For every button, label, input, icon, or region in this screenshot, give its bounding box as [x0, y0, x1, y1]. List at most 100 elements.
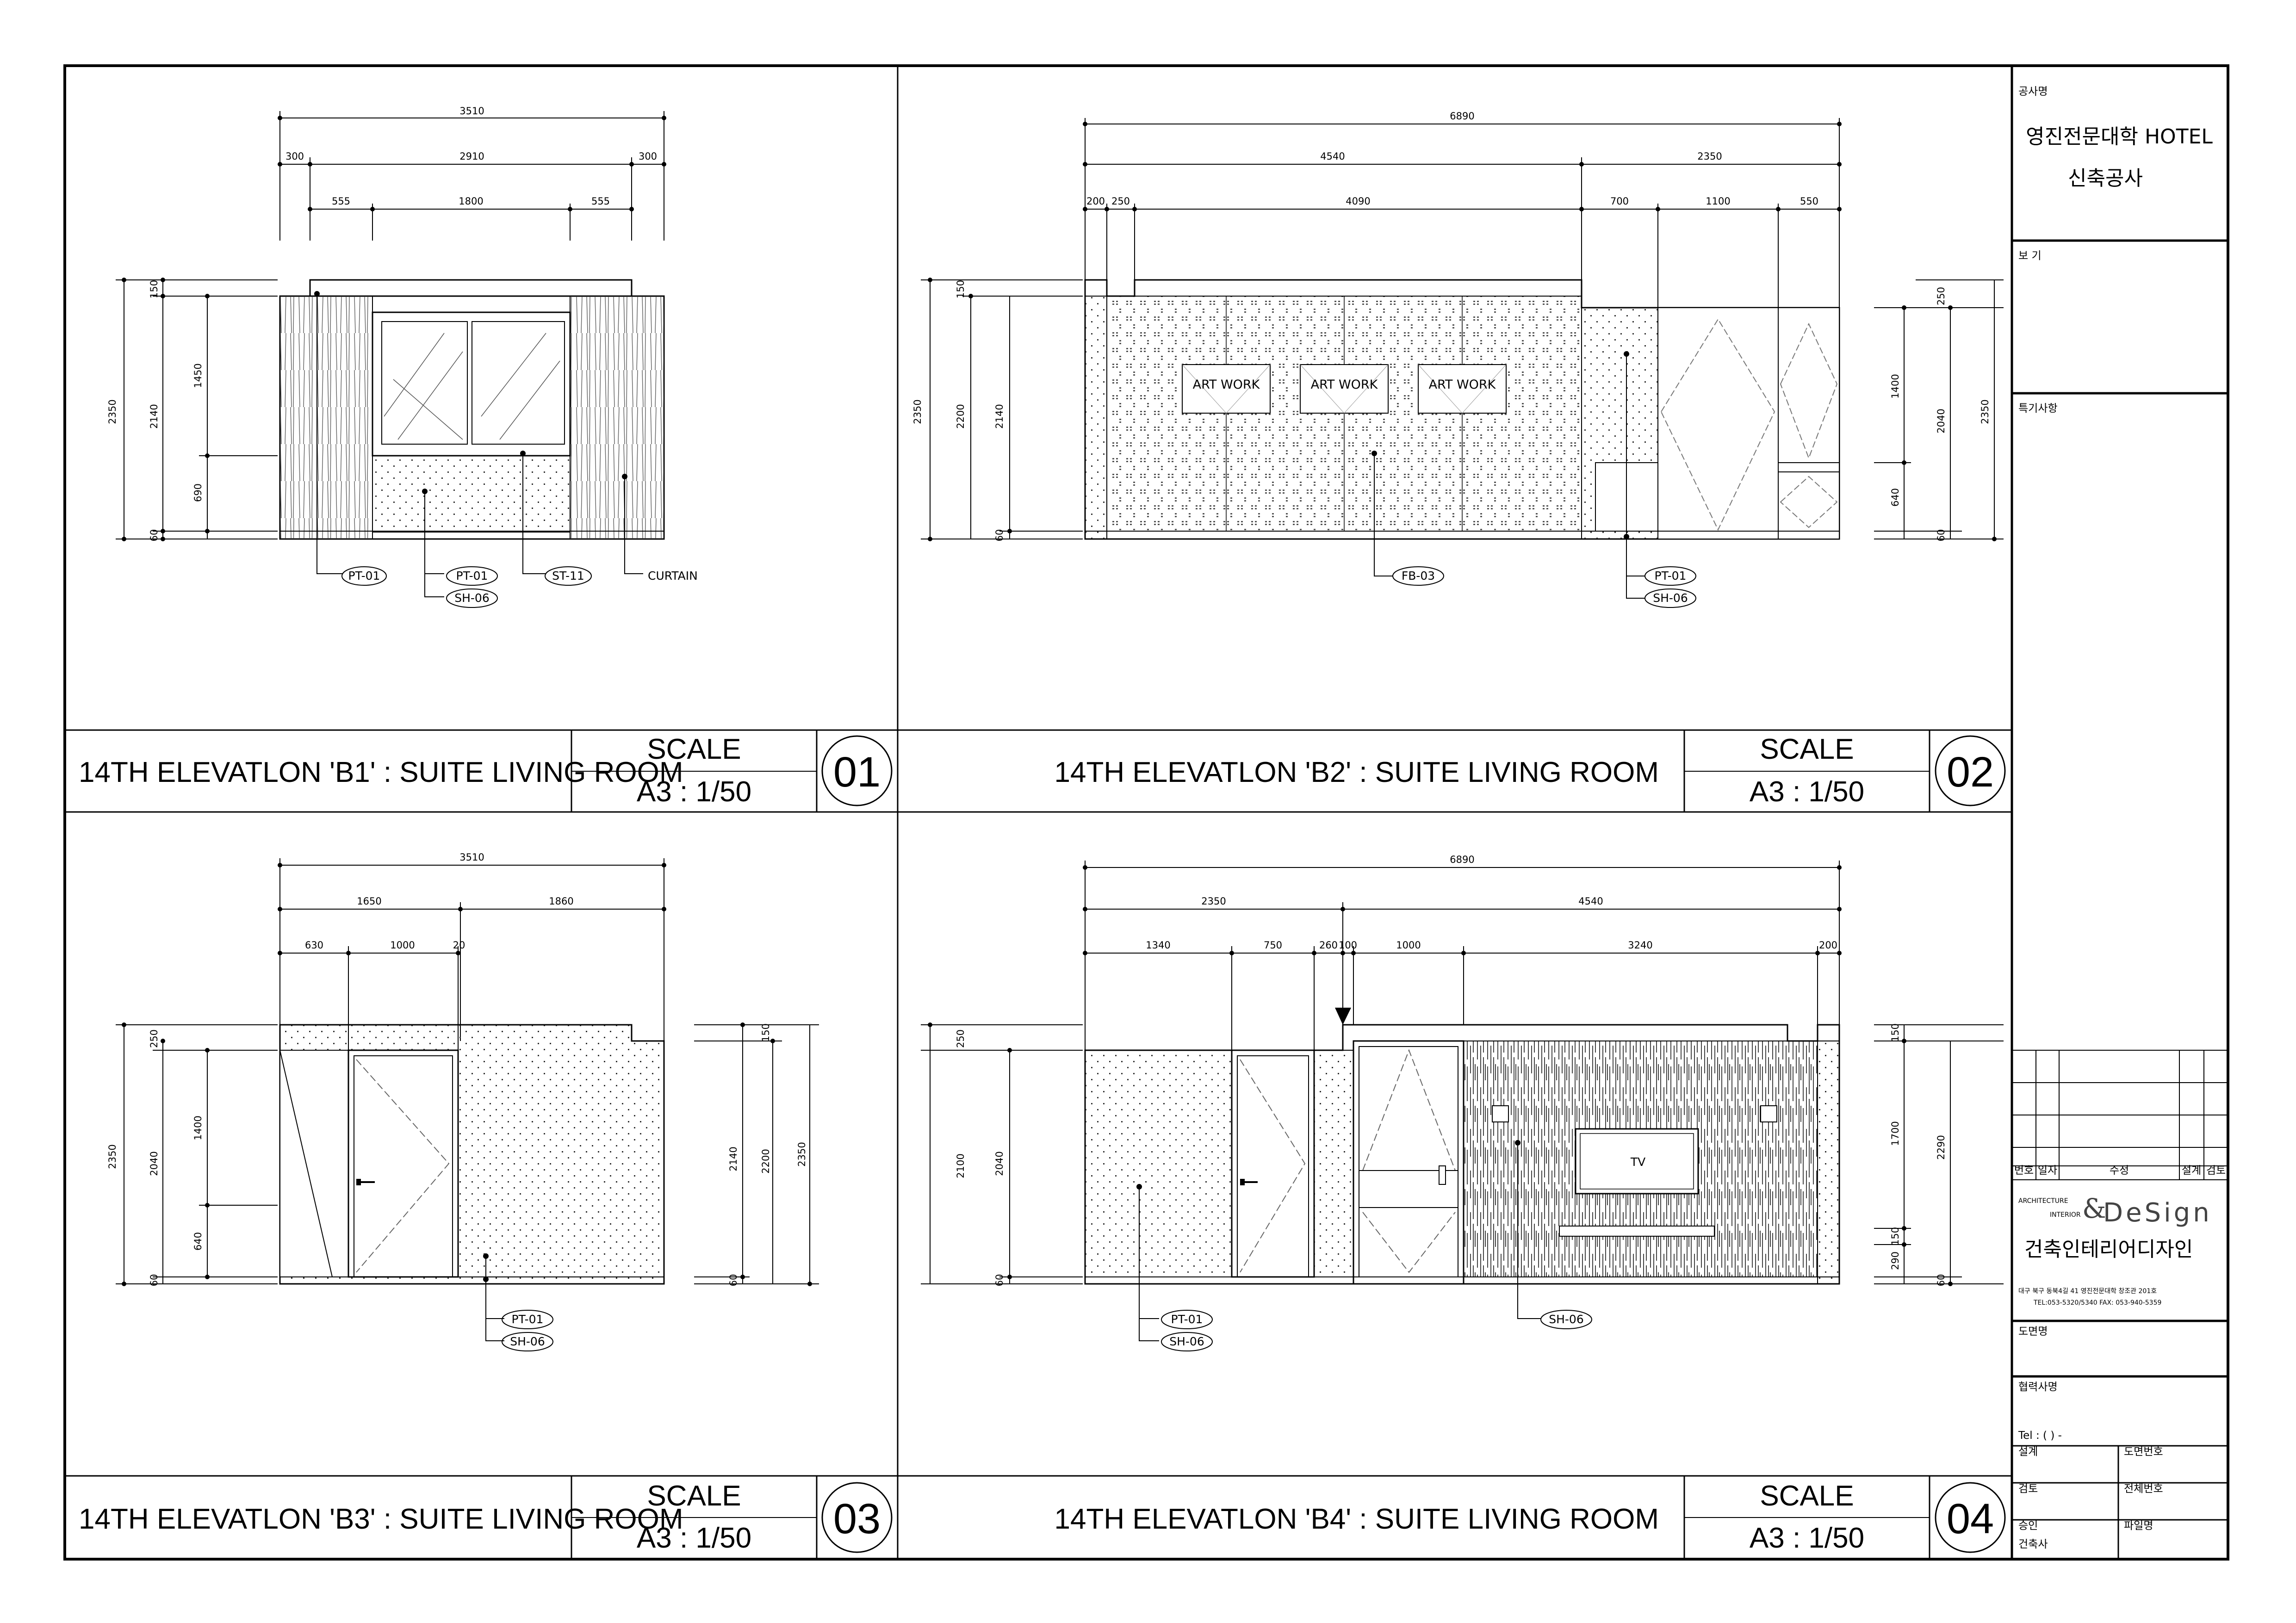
panel-3-number: 03	[833, 1495, 881, 1542]
b3-dim-l250: 250	[149, 1029, 160, 1048]
rev-header-no: 번호	[2014, 1165, 2034, 1177]
company-logo-amp: &	[2082, 1193, 2106, 1224]
title-block-project-name-1: 영진전문대학 HOTEL	[2026, 125, 2213, 149]
rev-header-design: 설계	[2182, 1165, 2201, 1177]
b4-dim-total: 6890	[1450, 854, 1474, 865]
b3-dimension-lines	[116, 858, 819, 1284]
b1-leaders	[316, 294, 643, 608]
title-block-notes-label: 특기사항	[2018, 403, 2058, 415]
rev-header-check: 검토	[2206, 1165, 2226, 1177]
owner-tel: Tel : ( ) -	[2018, 1430, 2062, 1442]
b2-dim-r1400: 1400	[1890, 374, 1901, 398]
b1-dim-v690: 690	[192, 483, 204, 502]
b4-dim-4540: 4540	[1578, 896, 1603, 907]
panel-2-title: 14TH ELEVATLON 'B2' : SUITE LIVING ROOM	[1055, 756, 1659, 788]
panel-2-scale-value: A3 : 1/50	[1750, 776, 1864, 808]
b4-dim-200: 200	[1819, 940, 1837, 951]
b4-dim-1340: 1340	[1146, 940, 1170, 951]
architect-label: 건축사	[2018, 1538, 2048, 1550]
b4-dim-3240: 3240	[1628, 940, 1652, 951]
panel-4-number: 04	[1947, 1495, 1994, 1542]
b3-wall	[279, 1024, 665, 1285]
title-block-project-name-2: 신축공사	[2068, 167, 2143, 190]
company-logo-design: DeSign	[2103, 1198, 2212, 1228]
company-address: 대구 북구 동북4길 41 영진전문대학 창조관 201호	[2018, 1288, 2157, 1295]
company-en-interior: INTERIOR	[2050, 1211, 2081, 1219]
b2-tag-sh06: SH-06	[1653, 591, 1688, 605]
b4-leaders	[1139, 1143, 1592, 1351]
company-name: 건축인테리어디자인	[2024, 1238, 2193, 1261]
design-label: 설계	[2018, 1446, 2038, 1458]
b2-leaders	[1374, 354, 1696, 608]
b4-dim-2350: 2350	[1201, 896, 1226, 907]
b2-artwork-2: ART WORK	[1311, 378, 1378, 392]
b1-dim-v150: 150	[149, 280, 160, 298]
b3-dim-l2350: 2350	[107, 1144, 118, 1169]
b3-dim-r2200: 2200	[760, 1149, 771, 1173]
b4-dim-r150-mid: 150	[1890, 1227, 1901, 1245]
elevation-b2: 6890 4540 2350 200 250 4090 700 1100 550…	[912, 111, 2004, 608]
b1-wall	[279, 279, 665, 540]
owner-label: 협력사명	[2018, 1381, 2058, 1393]
b2-artwork-1: ART WORK	[1193, 378, 1260, 392]
b2-dim-4090: 4090	[1346, 196, 1370, 207]
b3-dim-r60: 60	[728, 1274, 739, 1287]
b3-tag-pt01: PT-01	[512, 1313, 544, 1326]
title-block	[2012, 239, 2228, 1559]
b3-dim-l1400: 1400	[192, 1115, 204, 1140]
b2-dim-l2140: 2140	[994, 404, 1005, 428]
b3-dim-l60: 60	[149, 1274, 160, 1287]
b1-dim-555-left: 555	[332, 196, 350, 207]
b3-dim-r150: 150	[760, 1023, 771, 1042]
b2-dim-r250: 250	[1936, 287, 1947, 305]
b1-dim-v1450: 1450	[192, 363, 204, 388]
title-block-view-label: 보 기	[2018, 250, 2042, 262]
b1-dim-ticks	[122, 116, 666, 541]
elevation-b4: 6890 2350 4540 1340 750 260 100 1000 324…	[921, 854, 2004, 1351]
b4-dim-750: 750	[1264, 940, 1282, 951]
title-block-project-label: 공사명	[2018, 86, 2048, 98]
panel-3-title: 14TH ELEVATLON 'B3' : SUITE LIVING ROOM	[79, 1503, 683, 1535]
panel-4-scale-value: A3 : 1/50	[1750, 1522, 1864, 1554]
b1-dimension-lines	[116, 111, 664, 539]
b4-tag-sh06-right: SH-06	[1549, 1313, 1584, 1326]
b4-dim-r1700: 1700	[1890, 1121, 1901, 1146]
b4-dim-260: 260	[1319, 940, 1338, 951]
b4-dim-100: 100	[1339, 940, 1357, 951]
rev-header-revision: 수정	[2110, 1165, 2129, 1177]
b3-dim-total: 3510	[459, 852, 484, 863]
b4-dim-ticks	[928, 865, 1953, 1286]
b4-tag-pt01: PT-01	[1171, 1313, 1203, 1326]
panel-3-scale-value: A3 : 1/50	[637, 1522, 751, 1554]
company-logo: ARCHITECTURE INTERIOR & DeSign	[2018, 1193, 2212, 1228]
b1-dim-555-right: 555	[591, 196, 610, 207]
b3-dim-1650: 1650	[357, 896, 381, 907]
b2-dim-700: 700	[1610, 196, 1629, 207]
panel-2-number: 02	[1947, 749, 1994, 796]
b3-dim-l2040: 2040	[149, 1151, 160, 1176]
b2-dim-2350: 2350	[1697, 151, 1722, 162]
b4-dim-l2040: 2040	[994, 1151, 1005, 1176]
b2-dim-r2040: 2040	[1936, 409, 1947, 433]
b4-tag-sh06-left: SH-06	[1169, 1335, 1204, 1348]
sheet-frame	[63, 64, 2229, 1561]
b1-dim-300-left: 300	[285, 151, 304, 162]
b2-dim-200: 200	[1086, 196, 1105, 207]
b4-dimension-lines	[921, 861, 2004, 1284]
elevation-b3: 3510 1650 1860 630 1000 20 2350 2040 250…	[107, 852, 819, 1351]
b4-dim-l60: 60	[994, 1274, 1005, 1287]
b3-dim-20: 20	[453, 940, 465, 951]
b2-dim-550: 550	[1800, 196, 1818, 207]
rev-header-date: 일자	[2038, 1165, 2057, 1177]
company-tel: TEL:053-5320/5340 FAX: 053-940-5359	[2033, 1299, 2161, 1307]
b4-dim-r2290: 2290	[1936, 1135, 1947, 1159]
b1-dim-v60: 60	[149, 529, 160, 542]
b4-dim-r290: 290	[1890, 1251, 1901, 1270]
b2-tag-fb03: FB-03	[1402, 569, 1435, 582]
b1-dim-1800: 1800	[459, 196, 483, 207]
b4-dim-l2100: 2100	[955, 1153, 966, 1178]
b1-dim-v2350: 2350	[107, 399, 118, 424]
b2-dim-l150: 150	[955, 280, 966, 298]
check-label: 검토	[2018, 1483, 2038, 1495]
